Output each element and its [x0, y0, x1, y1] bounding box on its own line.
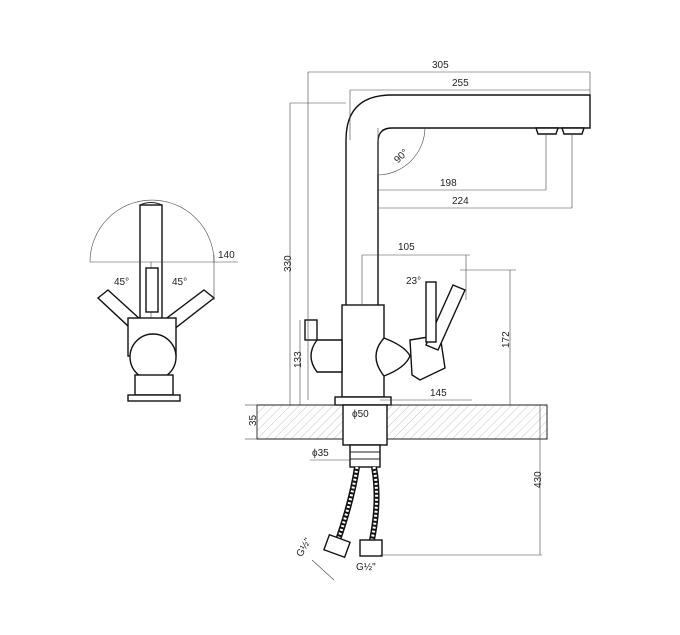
dim-23: 23°	[406, 276, 421, 287]
front-view	[89, 199, 238, 402]
dim-140: 140	[218, 250, 235, 261]
label-g-left: G½"	[295, 536, 315, 559]
dim-133: 133	[293, 351, 304, 368]
aerator-2	[561, 127, 585, 135]
spout	[345, 94, 591, 305]
dim-35: 35	[248, 414, 259, 426]
dim-330: 330	[283, 255, 294, 272]
front-body-circle	[129, 333, 177, 381]
dim-phi50: ϕ50	[352, 409, 369, 420]
side-view	[245, 71, 591, 581]
hose-right	[369, 466, 380, 541]
fitting-right	[359, 539, 383, 557]
fitting-left	[323, 533, 351, 559]
center-handle	[145, 267, 159, 313]
countertop	[256, 404, 548, 440]
front-angle-arc	[89, 199, 215, 263]
dim-145: 145	[430, 388, 447, 399]
hose-left	[335, 466, 360, 541]
dim-45-left: 45°	[114, 277, 129, 288]
dim-255: 255	[452, 78, 469, 89]
dim-198: 198	[440, 178, 457, 189]
dim-90: 90°	[392, 147, 410, 165]
dim-305: 305	[432, 60, 449, 71]
label-g-right: G½"	[356, 562, 376, 573]
dim-45-right: 45°	[172, 277, 187, 288]
shank	[342, 404, 388, 446]
dim-105: 105	[398, 242, 415, 253]
dim-172: 172	[501, 331, 512, 348]
dim-430: 430	[533, 471, 544, 488]
aerator-1	[535, 127, 559, 135]
left-knob	[310, 339, 343, 373]
dim-224: 224	[452, 196, 469, 207]
dim-phi35: ϕ35	[312, 448, 329, 459]
